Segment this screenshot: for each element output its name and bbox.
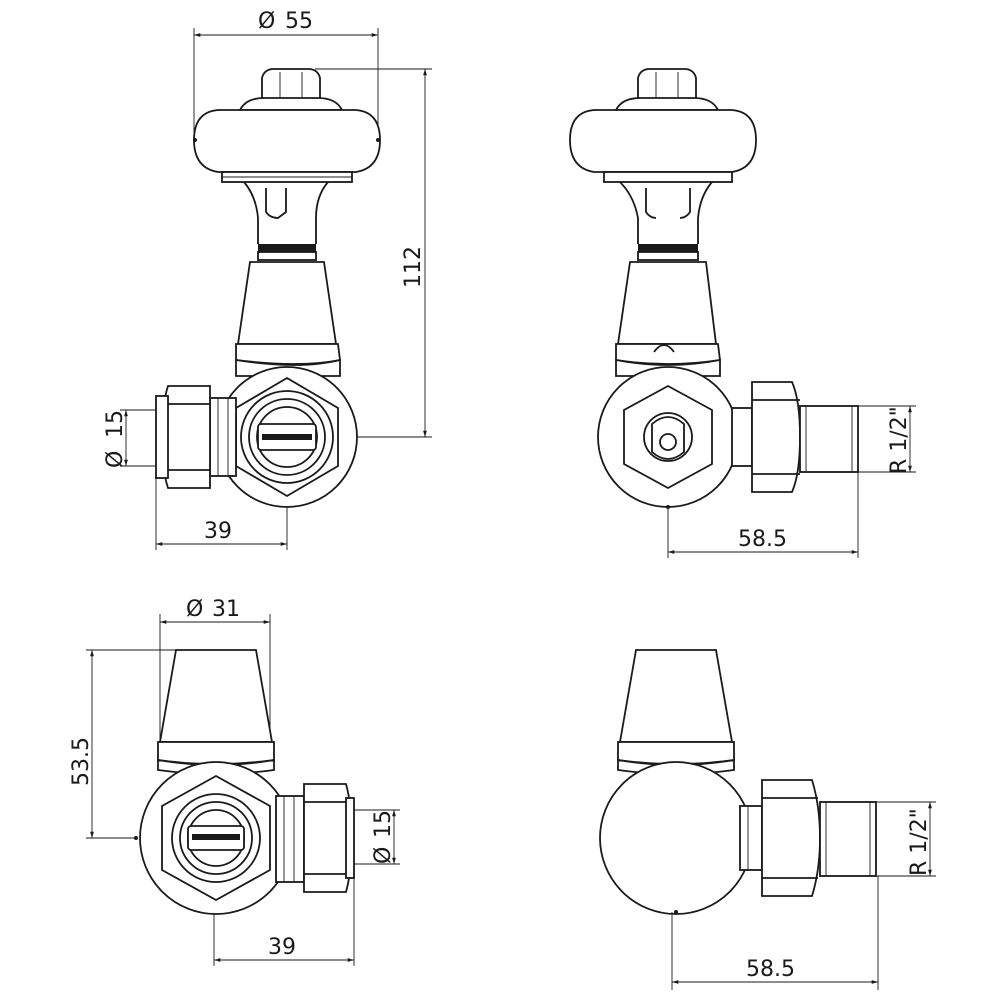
radiator-union-right [731, 381, 859, 493]
valve-stem [243, 181, 329, 261]
valve-bonnet [235, 261, 341, 377]
dimension-width: 39 [155, 478, 288, 550]
valve-head [617, 649, 735, 775]
dim-head-diameter-value: 31 [212, 597, 240, 622]
dim-pipe-diameter-value: 15 [103, 410, 128, 438]
dimension-head-diameter: Ø 55 [193, 9, 379, 145]
wheel-head [569, 68, 757, 183]
wheel-head [193, 68, 381, 183]
dim-head-diameter-value: 55 [285, 9, 313, 34]
dimension-pipe-diameter: Ø 15 [354, 809, 400, 865]
view-top-right: R 1/2" 58.5 [569, 68, 916, 558]
pipe-union-right [275, 783, 355, 893]
dim-pipe-diameter-value: 15 [371, 810, 396, 838]
valve-body [599, 761, 753, 915]
dimension-height: 53.5 [69, 649, 176, 840]
dim-height-value: 53.5 [69, 737, 94, 786]
pipe-union-left [155, 385, 237, 489]
dim-height-value: 112 [401, 246, 426, 288]
diameter-symbol: Ø [103, 451, 128, 468]
diameter-symbol: Ø [186, 597, 203, 622]
dimension-thread: R 1/2" [876, 801, 936, 877]
valve-bonnet [615, 261, 722, 377]
view-bottom-left: Ø 31 53.5 [69, 597, 400, 966]
radiator-union-right [739, 779, 877, 897]
valve-body [139, 761, 293, 915]
dim-width-value: 39 [268, 935, 296, 960]
dimension-width: 58.5 [671, 876, 879, 990]
view-top-left: Ø 55 112 [103, 9, 432, 550]
valve-body [216, 366, 358, 508]
dimension-pipe-diameter: Ø 15 [103, 409, 156, 468]
dim-width-value: 39 [204, 519, 232, 544]
valve-body [597, 366, 739, 509]
diameter-symbol: Ø [258, 9, 275, 34]
dimension-height: 112 [315, 68, 432, 438]
dimension-head-diameter: Ø 31 [159, 597, 271, 760]
dim-width-value: 58.5 [746, 957, 795, 982]
dim-thread-value: R 1/2" [907, 808, 932, 876]
dim-width-value: 58.5 [738, 527, 787, 552]
valve-head [157, 649, 275, 775]
valve-stem [619, 181, 713, 261]
dim-thread-value: R 1/2" [887, 406, 912, 474]
view-bottom-right: R 1/2" 58.5 [599, 649, 936, 990]
diameter-symbol: Ø [371, 847, 396, 864]
dimension-thread: R 1/2" [858, 405, 916, 474]
dimension-width: 39 [213, 878, 355, 966]
dimension-width: 58.5 [667, 472, 859, 558]
